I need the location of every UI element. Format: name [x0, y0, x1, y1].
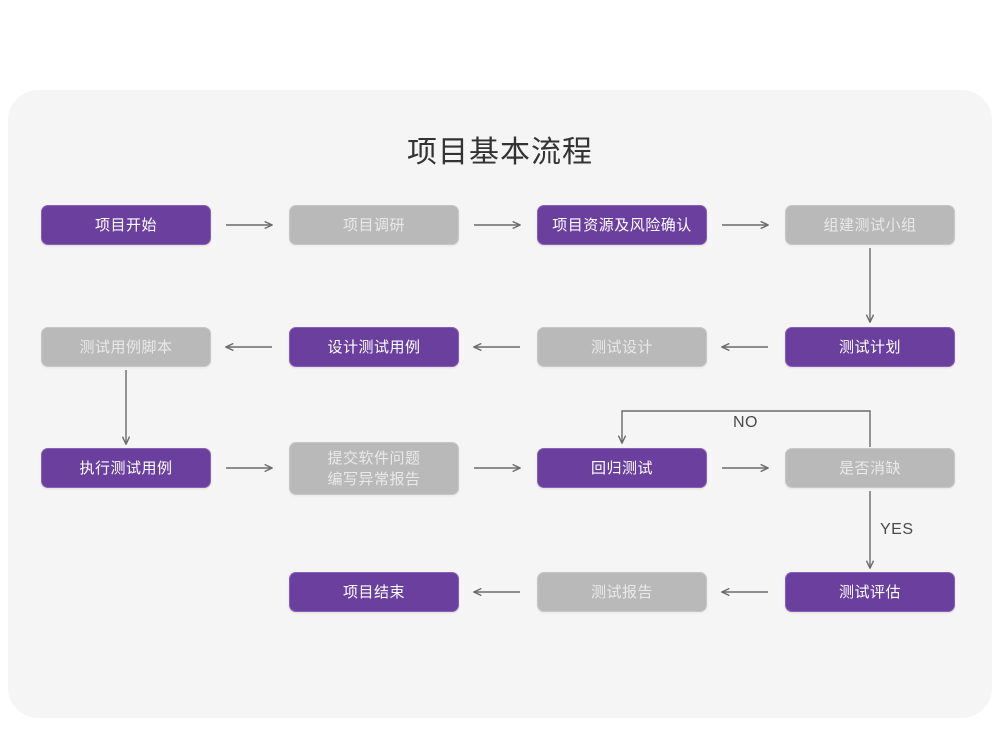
node-label: 项目调研	[342, 216, 405, 234]
node-label: 执行测试用例	[79, 459, 173, 477]
node-defect-resolved-decision[interactable]: 是否消缺	[785, 448, 955, 488]
node-label: 项目开始	[94, 216, 157, 234]
node-label-line2: 编写异常报告	[327, 470, 421, 488]
node-label: 测试报告	[590, 583, 653, 601]
node-label: 测试评估	[838, 583, 901, 601]
node-label: 测试设计	[590, 338, 653, 356]
page-title: 项目基本流程	[407, 136, 593, 169]
node-label: 项目资源及风险确认	[552, 216, 692, 234]
node-regression-test[interactable]: 回归测试	[537, 448, 707, 488]
edge-label-no: NO	[733, 414, 758, 431]
node-label: 设计测试用例	[327, 338, 421, 356]
node-submit-issue-report[interactable]: 提交软件问题 编写异常报告	[289, 442, 459, 495]
node-execute-test-cases[interactable]: 执行测试用例	[41, 448, 211, 488]
node-project-end[interactable]: 项目结束	[289, 572, 459, 612]
node-test-case-script[interactable]: 测试用例脚本	[41, 327, 211, 367]
node-label: 是否消缺	[838, 459, 901, 477]
node-form-test-team[interactable]: 组建测试小组	[785, 205, 955, 245]
node-label: 测试用例脚本	[79, 338, 173, 356]
node-label: 回归测试	[590, 459, 653, 477]
node-project-start[interactable]: 项目开始	[41, 205, 211, 245]
node-design-test-cases[interactable]: 设计测试用例	[289, 327, 459, 367]
node-test-report[interactable]: 测试报告	[537, 572, 707, 612]
node-resource-risk-confirmation[interactable]: 项目资源及风险确认	[537, 205, 707, 245]
node-label: 测试计划	[838, 338, 901, 356]
node-label: 组建测试小组	[823, 216, 917, 234]
node-test-evaluation[interactable]: 测试评估	[785, 572, 955, 612]
node-label-line1: 提交软件问题	[327, 449, 421, 467]
flowchart-card	[8, 90, 992, 718]
node-test-design[interactable]: 测试设计	[537, 327, 707, 367]
node-project-research[interactable]: 项目调研	[289, 205, 459, 245]
edge-label-yes: YES	[880, 521, 914, 538]
node-label: 项目结束	[342, 583, 405, 601]
node-test-plan[interactable]: 测试计划	[785, 327, 955, 367]
